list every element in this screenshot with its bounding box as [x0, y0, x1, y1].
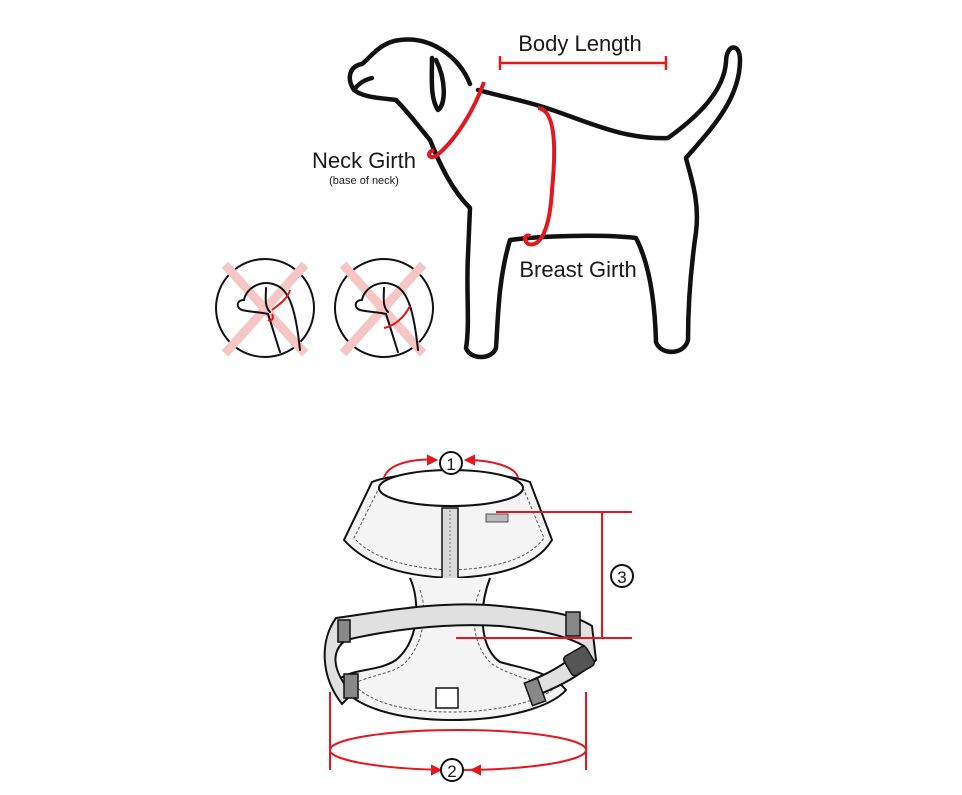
x-mark-icon — [221, 261, 309, 357]
harness-adjuster-right — [523, 677, 547, 707]
marker-2: 2 — [440, 758, 464, 782]
neck-girth-label: Neck Girth — [312, 148, 416, 173]
breast-girth-ring — [522, 106, 557, 247]
harness-adjuster-left — [343, 673, 359, 699]
measure-1-neck — [383, 454, 519, 479]
harness-buckle-left — [337, 619, 351, 643]
body-length-bar — [498, 56, 668, 70]
neck-girth-ring — [427, 81, 486, 160]
body-length-label: Body Length — [518, 31, 642, 56]
neck-girth-note: (base of neck) — [329, 175, 399, 187]
svg-text:3: 3 — [617, 568, 626, 587]
wrong-collar-mark — [383, 305, 411, 329]
harness-tag — [485, 513, 509, 523]
svg-text:1: 1 — [446, 455, 455, 474]
dog-outline — [347, 37, 743, 360]
harness-buckle-right — [565, 611, 581, 637]
wrong-example-1 — [215, 258, 315, 358]
harness-label-patch — [435, 687, 459, 709]
svg-text:2: 2 — [447, 762, 456, 781]
harness-drawing — [323, 469, 598, 722]
marker-3: 3 — [610, 564, 634, 588]
measure-3-chest — [456, 511, 632, 639]
dog-head-sketch — [354, 282, 419, 353]
wrong-example-2 — [334, 258, 434, 358]
wrong-collar-mark — [267, 289, 291, 322]
dog-head-sketch — [236, 282, 301, 353]
breast-girth-label: Breast Girth — [519, 257, 636, 282]
marker-1: 1 — [439, 451, 463, 475]
harness-side-release-buckle — [562, 645, 596, 677]
harness-neck-opening — [378, 469, 524, 507]
harness-body — [336, 577, 568, 722]
x-mark-icon — [339, 261, 427, 357]
